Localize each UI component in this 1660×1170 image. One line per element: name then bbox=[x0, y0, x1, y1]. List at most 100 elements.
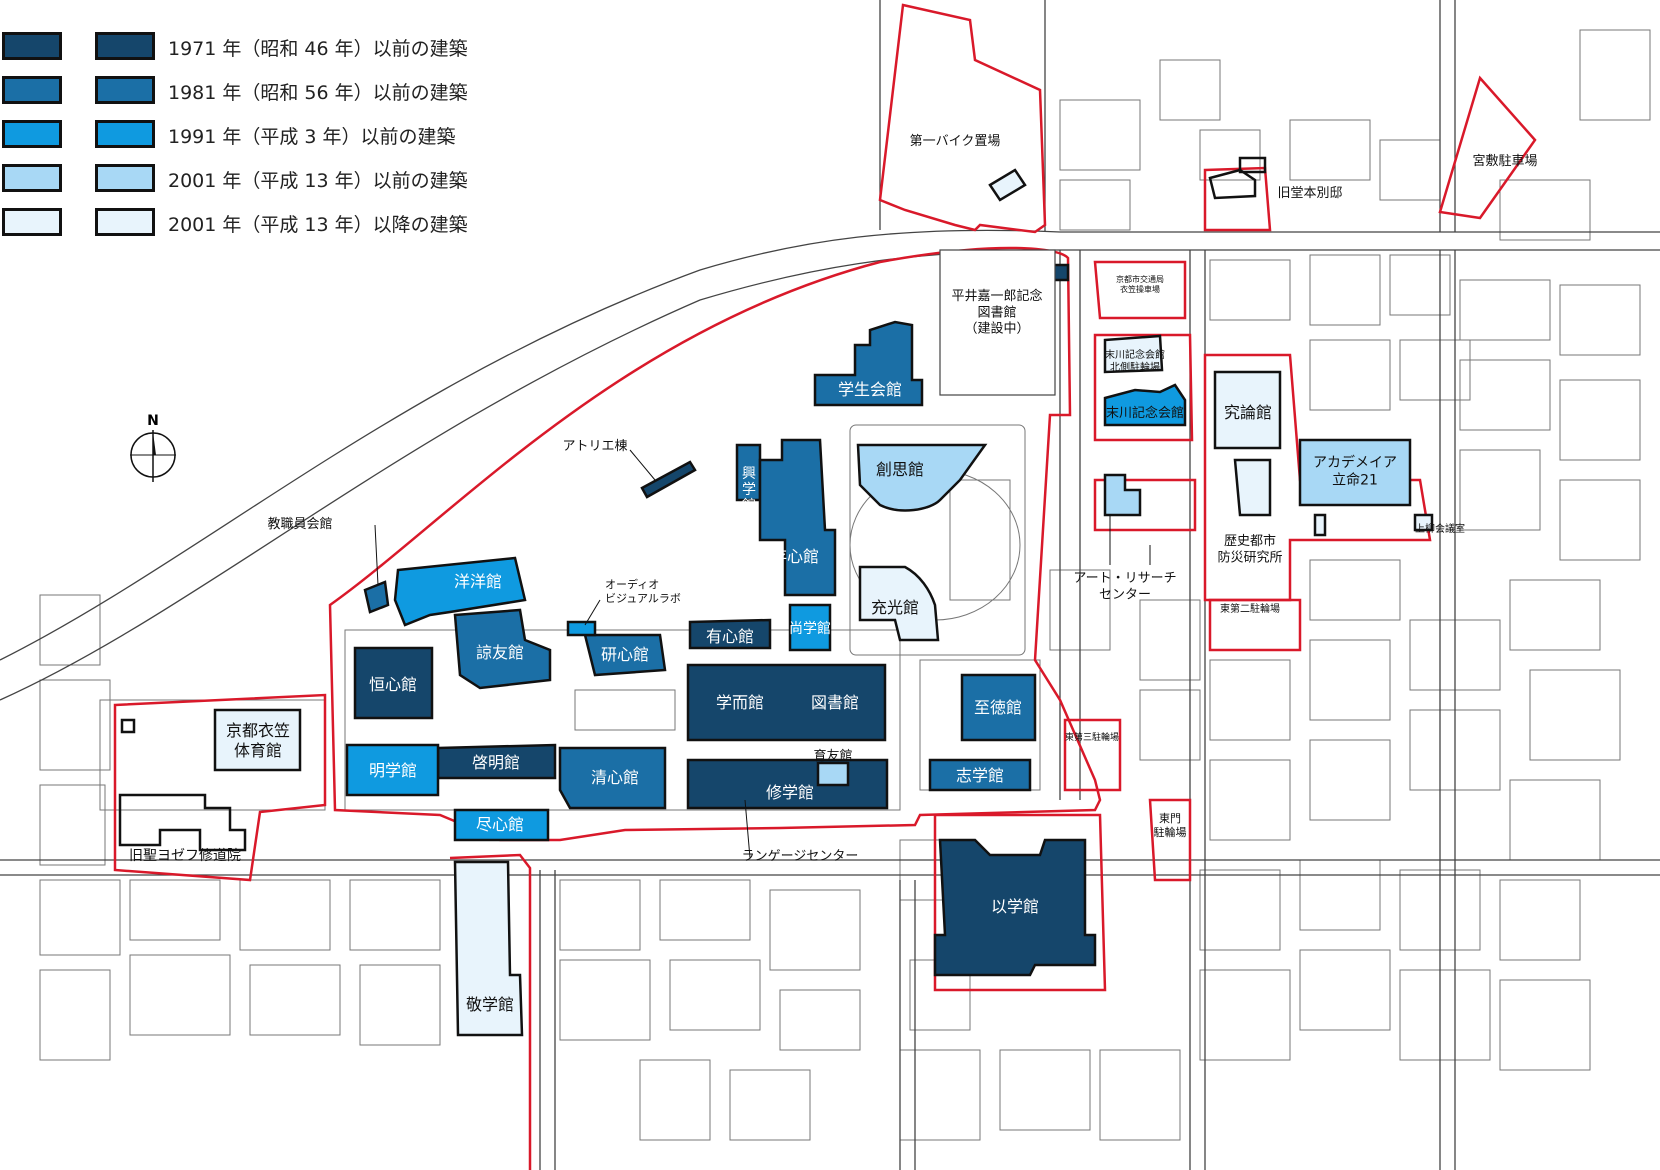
legend-item: 1981 年（昭和 56 年）以前の建築 bbox=[0, 72, 520, 116]
label-ryouyuu: 諒友館 bbox=[476, 643, 524, 662]
label-kougaku: 興学館 bbox=[742, 466, 756, 514]
building-juko bbox=[858, 565, 940, 642]
legend-item: 1991 年（平成 3 年）以前の建築 bbox=[0, 116, 520, 160]
label-tomon: 東門駐輪場 bbox=[1154, 812, 1187, 839]
building-youyou bbox=[393, 556, 527, 627]
legend-swatch bbox=[2, 208, 62, 236]
legend-label: 2001 年（平成 13 年）以降の建築 bbox=[168, 214, 468, 236]
label-language: ランゲージセンター bbox=[742, 849, 859, 864]
label-audio: オーディオビジュアルラボ bbox=[605, 577, 681, 605]
boundary-kotsu bbox=[1093, 260, 1187, 320]
building-atelier bbox=[640, 460, 697, 499]
buildings bbox=[213, 168, 1434, 1037]
boundary-higashi3 bbox=[1063, 718, 1122, 792]
label-hirai: 平井嘉一郎記念図書館（建設中） bbox=[951, 288, 1042, 337]
legend-item: 2001 年（平成 13 年）以降の建築 bbox=[0, 204, 520, 248]
legend-swatch-outlined bbox=[95, 120, 155, 148]
building-small-east bbox=[1313, 513, 1327, 537]
label-rekishi: 歴史都市防災研究所 bbox=[1217, 533, 1282, 565]
building-igaku bbox=[933, 838, 1097, 977]
label-suekawa-north: 末川記念会館北側駐輪場 bbox=[1105, 348, 1165, 374]
building-academeia bbox=[1298, 438, 1412, 507]
boundary-bike1 bbox=[878, 3, 1047, 234]
legend-swatch-outlined bbox=[95, 208, 155, 236]
annotation-labels: 第一バイク置場 アトリエ棟 教職員会館 オーディオビジュアルラボ ランゲージセン… bbox=[267, 134, 1537, 864]
boundary-art bbox=[1093, 478, 1197, 532]
legend-swatch-outlined bbox=[95, 164, 155, 192]
label-meigaku: 明学館 bbox=[369, 761, 417, 780]
label-gakuseikaikan: 学生会館 bbox=[838, 380, 902, 399]
label-yuushin: 有心館 bbox=[706, 627, 754, 646]
legend-item: 2001 年（平成 13 年）以前の建築 bbox=[0, 160, 520, 204]
label-kyoshokuin: 教職員会館 bbox=[267, 516, 332, 532]
label-suekawa: 末川記念会館 bbox=[1106, 405, 1184, 421]
label-igaku: 以学館 bbox=[991, 897, 1039, 916]
building-taiikukan bbox=[213, 708, 302, 772]
building-suekawa bbox=[1103, 383, 1187, 427]
building-seishin bbox=[558, 746, 667, 810]
label-higashi2: 東第二駐輪場 bbox=[1220, 602, 1280, 615]
building-shogaku bbox=[788, 603, 832, 652]
building-gakuseikaikan bbox=[813, 320, 924, 407]
label-keimei: 啓明館 bbox=[472, 753, 520, 772]
neighborhood-blocks bbox=[39, 29, 1651, 1141]
label-miyashiki: 宮敷駐車場 bbox=[1472, 153, 1537, 169]
label-kyuseiyosefu: 旧聖ヨゼフ修道院 bbox=[129, 848, 241, 864]
boundary-tomon bbox=[1148, 798, 1192, 882]
legend-swatch bbox=[2, 120, 62, 148]
building-ryouyuu bbox=[453, 608, 552, 690]
label-shogaku: 尚学館 bbox=[789, 620, 831, 637]
label-youyou: 洋洋館 bbox=[454, 572, 502, 591]
site-boundaries bbox=[113, 3, 1537, 1170]
label-seishin: 清心館 bbox=[591, 768, 639, 787]
building-shigaku bbox=[928, 758, 1032, 792]
legend-swatch bbox=[2, 32, 62, 60]
legend-label: 1971 年（昭和 46 年）以前の建築 bbox=[168, 38, 468, 60]
legend-swatch bbox=[2, 76, 62, 104]
building-kyuseiyosefu bbox=[118, 793, 247, 852]
label-juko: 充光館 bbox=[871, 598, 919, 617]
label-ikuyuu: 育友館 bbox=[813, 748, 852, 764]
legend-label: 1991 年（平成 3 年）以前の建築 bbox=[168, 126, 456, 148]
building-kyoshokuin bbox=[363, 580, 390, 614]
boundary-kyudomoto bbox=[1203, 166, 1272, 232]
label-soushi: 創思館 bbox=[876, 460, 924, 479]
label-zonshin: 存心館 bbox=[771, 547, 819, 566]
legend-swatch-outlined bbox=[95, 76, 155, 104]
label-kenshin: 研心館 bbox=[601, 645, 649, 664]
building-ikuyuu bbox=[816, 761, 850, 787]
compass-north-label: N bbox=[147, 413, 159, 429]
building-kyuron bbox=[1213, 370, 1282, 450]
compass: N bbox=[130, 413, 176, 482]
building-gakuji-tosho bbox=[686, 663, 887, 742]
label-keigaku: 敬学館 bbox=[466, 995, 514, 1014]
building-suekawa-north bbox=[1103, 334, 1164, 374]
building-yuushin bbox=[688, 618, 772, 650]
building-art-research bbox=[1103, 473, 1142, 517]
label-kamiyanagi: 上柳会議室 bbox=[1415, 522, 1465, 535]
legend-label: 1981 年（昭和 56 年）以前の建築 bbox=[168, 82, 468, 104]
boundary-higashi2 bbox=[1208, 598, 1302, 652]
building-koushin bbox=[353, 646, 434, 720]
label-kyuron: 究論館 bbox=[1224, 403, 1272, 422]
label-shigaku: 志学館 bbox=[956, 766, 1004, 785]
label-gakuji: 学而館 bbox=[716, 693, 764, 712]
label-taiikukan: 京都衣笠体育館 bbox=[226, 721, 290, 760]
label-academeia: アカデメイア立命21 bbox=[1313, 454, 1397, 489]
building-gym-small bbox=[120, 718, 136, 734]
building-soushi bbox=[856, 443, 988, 512]
boundary-main-campus bbox=[328, 246, 1102, 842]
building-zonshin bbox=[758, 438, 837, 597]
building-bike1-shed bbox=[988, 168, 1027, 202]
legend-label: 2001 年（平成 13 年）以前の建築 bbox=[168, 170, 468, 192]
building-shitoku bbox=[960, 673, 1037, 742]
label-kotsu: 京都市交通局衣笠操車場 bbox=[1116, 274, 1164, 294]
leader-lines bbox=[374, 449, 1151, 859]
label-shugaku: 修学館 bbox=[766, 783, 814, 802]
label-jinshin: 尽心館 bbox=[476, 815, 524, 834]
label-higashi3: 東第三駐輪場 bbox=[1065, 731, 1119, 743]
legend-swatch-outlined bbox=[95, 32, 155, 60]
